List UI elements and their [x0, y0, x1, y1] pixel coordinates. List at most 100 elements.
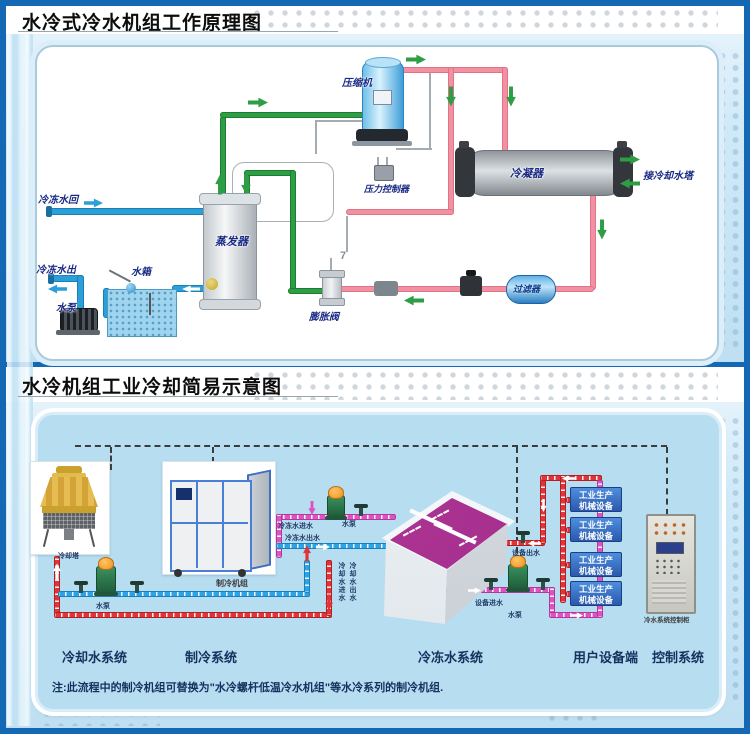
- right-dot-strip-top: [716, 50, 744, 350]
- flow-arrow-right: [468, 587, 481, 594]
- cooling-in-label: 冷却水进水: [338, 562, 345, 602]
- equipment-box-line2: 机械设备: [578, 595, 613, 605]
- txv-outlet-pipe: [244, 170, 296, 176]
- evaporator-body: [203, 194, 257, 308]
- equipment-box: 工业生产 机械设备: [570, 581, 622, 606]
- footer-dot-pattern-2: [545, 712, 605, 726]
- evaporator-label: 蒸发器: [215, 236, 248, 248]
- flow-arrow-right: [406, 54, 426, 65]
- control-dashed-line: [75, 445, 667, 447]
- valve-icon: [130, 581, 144, 593]
- valve-icon: [536, 578, 550, 590]
- section1-title: 水冷式冷水机组工作原理图: [22, 13, 263, 34]
- tank-float-ball: [126, 283, 136, 293]
- condenser-right-nub: [617, 141, 627, 148]
- header1-dot-pattern: [250, 7, 718, 34]
- control-dashed-drop: [666, 447, 668, 515]
- valve-icon: [74, 581, 88, 593]
- filter-body: [506, 275, 556, 304]
- condenser-left-nub: [459, 141, 469, 148]
- chilled-return-pipe: [50, 208, 214, 215]
- control-wire-loop: [232, 162, 334, 222]
- capillary-wire: [346, 216, 348, 252]
- system-label-control: 控制系统: [652, 650, 705, 665]
- red-manifold: [560, 475, 566, 603]
- equipment-box-line2: 机械设备: [578, 531, 613, 541]
- compressor-label: 压缩机: [342, 78, 372, 89]
- control-wire: [315, 120, 317, 154]
- cooling-in-riser: [304, 560, 310, 593]
- cabinet-display: [656, 542, 684, 554]
- equipment-box: 工业生产 机械设备: [570, 552, 622, 577]
- chilled-in-drop: [276, 514, 282, 558]
- tower-return-pipe: [54, 612, 332, 618]
- equipment-box-line1: 工业生产: [578, 520, 613, 530]
- control-dashed-drop: [110, 447, 112, 470]
- tank-inlet-valve: [206, 278, 218, 290]
- condenser-body: [464, 150, 626, 196]
- equip-in-pipe: [443, 587, 555, 593]
- tower-pump-label: 水泵: [96, 603, 110, 610]
- chilled-return-label: 冷冻水回: [38, 195, 78, 206]
- chilled-out-pipe: [52, 275, 84, 282]
- tank-pump-pipe: [103, 288, 110, 318]
- header2-dot-pattern: [250, 369, 718, 400]
- system-label-user-equipment: 用户设备端: [573, 650, 639, 665]
- cabinet-indicator-lights: [652, 521, 686, 535]
- pipe-end-cap: [48, 273, 54, 284]
- chiller-panel-line: [170, 522, 248, 524]
- cooling-out-riser: [326, 560, 332, 616]
- pressure-controller-box: [374, 165, 394, 181]
- txv-outlet-pipe: [290, 170, 296, 292]
- equipment-box-line1: 工业生产: [578, 555, 613, 565]
- cooling-out-label: 冷却水出水: [349, 562, 356, 602]
- water-tank: [107, 289, 177, 337]
- tank-level-stick: [149, 293, 151, 315]
- chiller-panel-line: [196, 480, 198, 568]
- chilled-out-label: 冷冻水出水: [285, 535, 320, 542]
- system-label-refrigeration: 制冷系统: [185, 650, 238, 665]
- footnote: 注:此流程中的制冷机组可替换为"水冷螺杆低温冷水机组"等水冷系列的制冷机组.: [52, 682, 444, 694]
- capillary-7-mark: 7: [340, 250, 347, 262]
- equipment-box: 工业生产 机械设备: [570, 517, 622, 542]
- chiller-pump-label: 水泵: [342, 521, 356, 528]
- discharge-branch-pipe: [448, 67, 454, 215]
- cooling-tower-sump: [64, 529, 74, 540]
- controller-wire: [386, 157, 388, 166]
- condenser-outlet-pipe: [590, 190, 596, 290]
- equip-in-elbow: [549, 587, 555, 618]
- condenser-label: 冷凝器: [510, 168, 543, 180]
- flow-arrow-right: [248, 97, 268, 108]
- pipe-end-cap: [46, 206, 52, 217]
- equipment-box-line1: 工业生产: [578, 490, 613, 500]
- control-cabinet-label: 冷水系统控制柜: [644, 617, 690, 624]
- compressor-top-cap: [365, 57, 401, 68]
- chiller-wheel: [238, 569, 246, 577]
- chilled-in-label: 冷冻水进水: [278, 523, 313, 530]
- compressor-sticker: [373, 90, 392, 105]
- pressure-controller-label: 压力控制器: [364, 184, 410, 194]
- control-dashed-drop: [212, 447, 214, 463]
- cooling-tower-mesh: [43, 513, 95, 529]
- pump-riser-pipe: [77, 275, 84, 315]
- suction-pipe: [220, 116, 226, 198]
- condenser-left-cap: [455, 147, 475, 197]
- chiller-pump-icon: [325, 495, 347, 520]
- section2-title: 水冷机组工业冷却简易示意图: [22, 377, 283, 398]
- flow-arrow-right: [620, 154, 640, 165]
- discharge-branch-pipe: [346, 209, 454, 215]
- magenta-manifold: [597, 480, 603, 618]
- valve-icon: [516, 531, 530, 543]
- expansion-valve-bottom-disk: [319, 298, 345, 306]
- chilled-out-pipe: [276, 543, 394, 549]
- control-wire: [315, 120, 365, 122]
- filter-label: 过滤器: [513, 284, 541, 294]
- chiller-panel-line: [222, 480, 224, 568]
- chilled-pump-base: [56, 330, 100, 335]
- cabinet-buttons: [654, 558, 684, 574]
- condenser-right-cap: [613, 147, 633, 197]
- tank-pump-icon: [506, 564, 530, 592]
- flow-arrow-right: [316, 543, 330, 551]
- section-divider-line: [6, 362, 744, 367]
